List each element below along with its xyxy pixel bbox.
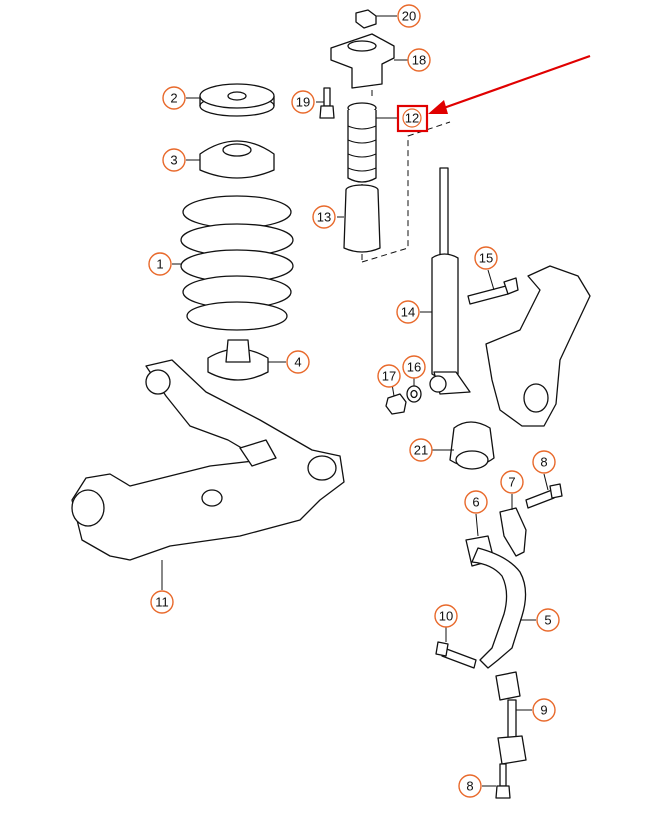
callout-14: 14 <box>396 300 420 324</box>
svg-text:7: 7 <box>508 475 515 490</box>
svg-text:8: 8 <box>540 455 547 470</box>
part-bump-stop <box>347 102 398 183</box>
svg-text:11: 11 <box>155 595 169 610</box>
part-shock-absorber <box>420 167 471 395</box>
svg-text:16: 16 <box>407 360 421 375</box>
callout-1: 1 <box>148 252 172 276</box>
svg-text:9: 9 <box>540 703 547 718</box>
callout-12-highlighted: 12 <box>396 104 429 133</box>
part-spring-seat <box>186 83 275 117</box>
part-dust-boot <box>337 184 381 253</box>
part-upper-spring-pad <box>186 140 275 179</box>
part-washer <box>406 378 422 403</box>
part-mount-bolt <box>316 87 335 119</box>
callout-16: 16 <box>402 355 426 379</box>
part-shock-bolt <box>467 269 519 305</box>
svg-text:21: 21 <box>414 443 428 458</box>
part-coil-spring <box>172 195 294 331</box>
svg-text:1: 1 <box>156 257 163 272</box>
callout-13: 13 <box>312 205 336 229</box>
svg-text:3: 3 <box>170 153 177 168</box>
callout-20: 20 <box>397 4 421 28</box>
svg-text:15: 15 <box>479 251 493 266</box>
callout-18: 18 <box>407 48 431 72</box>
part-rod-bolt <box>482 763 511 799</box>
part-stabilizer-bar <box>471 547 536 669</box>
callout-2: 2 <box>162 86 186 110</box>
svg-text:5: 5 <box>544 613 551 628</box>
svg-text:4: 4 <box>294 355 301 370</box>
part-stabilizer-bracket <box>499 494 527 557</box>
callout-7: 7 <box>500 470 524 494</box>
svg-text:2: 2 <box>170 91 177 106</box>
part-link-bolt <box>435 626 477 669</box>
svg-text:10: 10 <box>439 609 453 624</box>
callout-9: 9 <box>532 698 556 722</box>
callout-5: 5 <box>536 608 560 632</box>
part-lower-spring-pad <box>207 339 286 381</box>
callout-6: 6 <box>464 490 488 514</box>
part-strut-mount <box>330 33 408 89</box>
callout-15: 15 <box>474 246 498 270</box>
highlight-arrow <box>428 54 591 114</box>
callout-4: 4 <box>286 350 310 374</box>
callout-8-bottom: 8 <box>458 774 482 798</box>
callout-3: 3 <box>162 148 186 172</box>
part-top-nut <box>355 9 397 29</box>
part-shock-nut <box>385 383 407 415</box>
svg-text:13: 13 <box>317 210 331 225</box>
svg-text:8: 8 <box>466 779 473 794</box>
part-coupling-rod <box>495 671 532 765</box>
svg-text:19: 19 <box>296 95 310 110</box>
svg-text:6: 6 <box>472 495 479 510</box>
part-lower-control-arm <box>71 359 345 590</box>
svg-text:20: 20 <box>402 9 416 24</box>
callout-10: 10 <box>434 604 458 628</box>
part-wheel-carrier <box>432 265 591 470</box>
svg-text:17: 17 <box>382 369 396 384</box>
callout-11: 11 <box>150 590 174 614</box>
svg-text:12: 12 <box>405 111 419 126</box>
part-bracket-bolt <box>525 473 563 509</box>
callout-19: 19 <box>291 90 315 114</box>
callout-21: 21 <box>409 438 433 462</box>
callout-8-top: 8 <box>532 450 556 474</box>
callout-17: 17 <box>377 364 401 388</box>
svg-text:18: 18 <box>412 53 426 68</box>
svg-text:14: 14 <box>401 305 415 320</box>
